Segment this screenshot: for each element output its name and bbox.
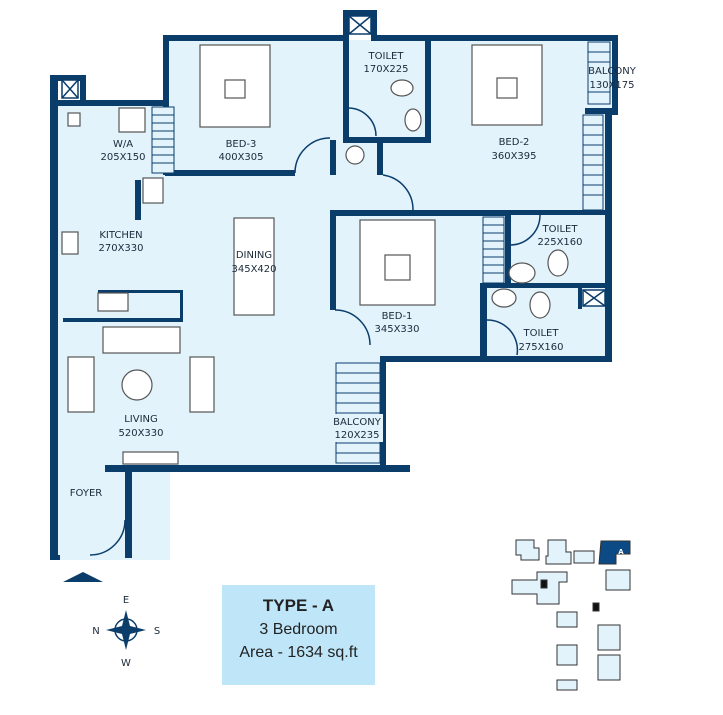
sink-icon (97, 292, 129, 312)
room-size: 130X175 (589, 80, 634, 91)
room-name: BALCONY (588, 66, 637, 77)
room-name: BALCONY (333, 417, 382, 428)
compass-n: N (92, 626, 99, 637)
room-size: 225X160 (537, 237, 582, 248)
dining-table-icon (233, 217, 275, 316)
vent-shafts (61, 15, 606, 307)
room-name: TOILET (523, 328, 560, 339)
room-name: W/A (113, 139, 133, 150)
unit-area: Area - 1634 sq.ft (239, 644, 358, 661)
tv-unit-icon (122, 451, 179, 465)
furniture (61, 44, 569, 465)
room-size: 270X330 (98, 243, 143, 254)
room-size: 275X160 (518, 342, 563, 353)
room-name: LIVING (124, 414, 158, 425)
room-name: BED-1 (382, 311, 413, 322)
shafts (151, 41, 611, 464)
compass-s: S (154, 626, 160, 637)
room-name: FOYER (70, 488, 103, 499)
unit-info-box: TYPE - A 3 Bedroom Area - 1634 sq.ft (222, 585, 375, 685)
room-name: TOILET (368, 51, 405, 62)
room-size: 345X420 (231, 264, 276, 275)
room-labels: W/A 205X150 BED-3 400X305 TOILET 170X225… (70, 51, 637, 499)
bedroom-count: 3 Bedroom (259, 621, 338, 638)
unit-type: TYPE - A (262, 596, 335, 615)
room-name: BED-3 (226, 139, 257, 150)
room-size: 360X395 (491, 151, 536, 162)
sofa-icon (102, 326, 181, 354)
room-name: DINING (236, 250, 272, 261)
compass-icon: E N S W (92, 595, 160, 669)
room-size: 400X305 (218, 152, 263, 163)
keyplan-unit-label: A (618, 548, 624, 556)
room-size: 120X235 (334, 430, 379, 441)
compass-e: E (123, 595, 129, 606)
room-name: BED-2 (499, 137, 530, 148)
room-size: 520X330 (118, 428, 163, 439)
entrance-arrow-icon (63, 572, 103, 582)
doors (89, 107, 541, 556)
room-size: 205X150 (100, 152, 145, 163)
room-size: 170X225 (363, 64, 408, 75)
key-plan: A (511, 539, 631, 691)
room-name: KITCHEN (99, 230, 142, 241)
wash-basin-icon (345, 145, 365, 165)
room-size: 345X330 (374, 324, 419, 335)
stove-icon (61, 231, 79, 255)
coffee-table-icon (121, 369, 153, 401)
walls (50, 10, 618, 560)
compass-w: W (121, 658, 131, 669)
room-name: TOILET (542, 224, 579, 235)
